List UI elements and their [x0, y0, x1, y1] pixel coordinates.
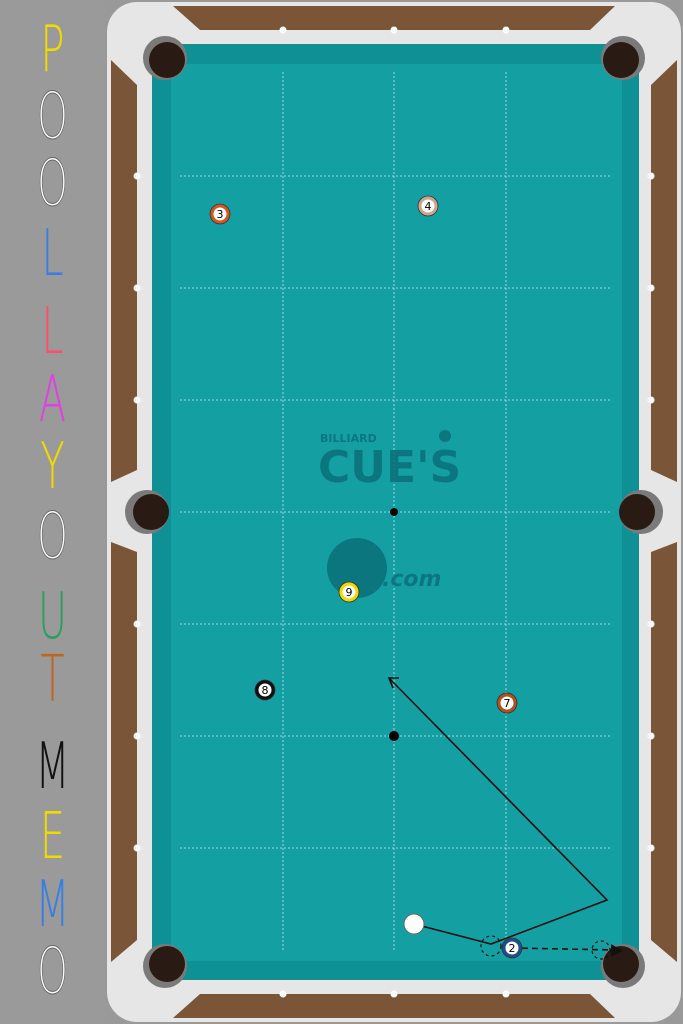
cue-ball[interactable] — [403, 913, 425, 935]
title-letter: O — [36, 147, 69, 221]
left-rail-upper — [111, 60, 137, 482]
title-letter: L — [41, 295, 64, 369]
title-letter: O — [36, 80, 69, 154]
pocket-side-left — [133, 494, 169, 530]
cue-ball-path-arrowhead — [387, 677, 399, 689]
bottom-rail — [173, 994, 615, 1018]
ball-8[interactable]: 8 — [254, 679, 276, 701]
right-rail-upper — [651, 60, 677, 482]
ball-number: 8 — [262, 684, 269, 697]
cue-ball-path — [388, 677, 609, 945]
title-letter: E — [39, 800, 66, 874]
pocket-top-right — [603, 42, 639, 78]
ghost-ball-2 — [591, 940, 611, 960]
title-letter: Y — [40, 430, 65, 504]
ball-number: 2 — [509, 942, 516, 955]
object-ball-arrowhead — [611, 944, 623, 957]
title-letter: T — [40, 643, 65, 717]
ball-number: 3 — [217, 208, 224, 221]
ball-2[interactable]: 2 — [501, 937, 523, 959]
title-letter: P — [40, 13, 65, 87]
ball-9[interactable]: 9 — [338, 581, 360, 603]
ball-number: 7 — [504, 697, 511, 710]
pool-table[interactable]: BILLIARD CUE'S .com 3 4 9 8 7 2 — [105, 0, 683, 1024]
pockets — [125, 36, 663, 988]
title-letter: A — [38, 363, 67, 437]
title-letter: O — [36, 500, 69, 574]
watermark-line1: BILLIARD — [320, 432, 377, 445]
ghost-ball — [480, 935, 502, 957]
watermark: BILLIARD CUE'S .com — [318, 430, 461, 598]
pocket-side-right — [619, 494, 655, 530]
watermark-line2: CUE'S — [318, 442, 461, 493]
watermark-logo-icon — [327, 538, 387, 598]
title-letter: M — [35, 730, 70, 804]
title-letter: L — [41, 217, 64, 291]
title-letter: O — [36, 935, 69, 1009]
ball-3[interactable]: 3 — [209, 203, 231, 225]
top-rail — [173, 6, 615, 30]
pocket-bottom-left — [149, 946, 185, 982]
balls[interactable]: 3 4 9 8 7 2 — [209, 195, 523, 959]
object-ball-path — [511, 947, 618, 951]
ball-number: 4 — [425, 200, 432, 213]
shot-path — [387, 677, 623, 960]
ball-4[interactable]: 4 — [417, 195, 439, 217]
diamonds — [133, 26, 655, 998]
watermark-ball-icon — [439, 430, 451, 442]
center-spot — [390, 508, 398, 516]
ball-number: 9 — [346, 586, 353, 599]
watermark-line3: .com — [382, 567, 441, 592]
pocket-top-left — [149, 42, 185, 78]
right-rail-lower — [651, 542, 677, 962]
ball-7[interactable]: 7 — [496, 692, 518, 714]
foot-spot — [389, 731, 399, 741]
left-rail-lower — [111, 542, 137, 962]
title-letter: U — [37, 580, 68, 654]
title-letter: M — [35, 868, 70, 942]
